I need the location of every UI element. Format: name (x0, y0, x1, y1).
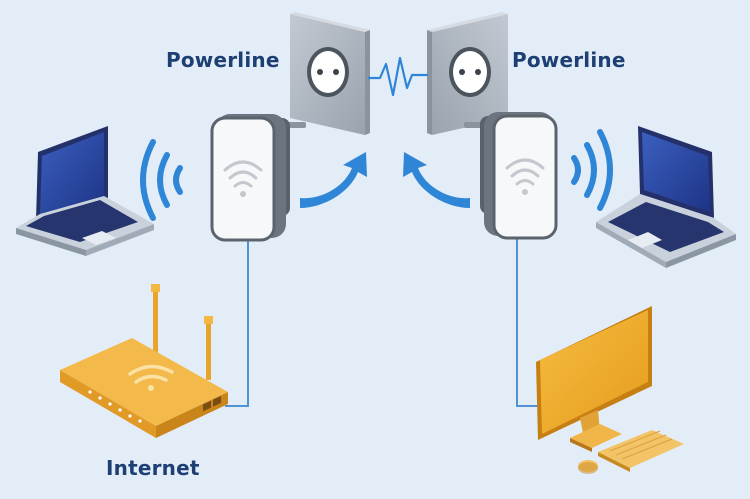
left-wifi-waves-icon (140, 139, 183, 221)
right-cable (516, 228, 540, 407)
right-laptop-icon (596, 126, 736, 268)
keyboard-icon (26, 200, 138, 242)
wifi-signal-icon (505, 158, 545, 186)
left-wall-socket (290, 12, 370, 135)
left-cable (225, 240, 249, 407)
keyboard-icon (598, 430, 684, 472)
touchpad (82, 231, 116, 245)
left-arrow-icon (300, 152, 367, 208)
right-wifi-waves-icon (571, 129, 613, 211)
left-laptop-icon (16, 126, 154, 256)
desktop-monitor-icon (536, 306, 652, 452)
touchpad (628, 232, 662, 248)
right-powerline-adapter (464, 112, 558, 240)
mouse-icon (578, 460, 598, 474)
internet-label: Internet (106, 456, 200, 480)
right-arrow-icon (403, 152, 470, 208)
electric-pulse-icon (368, 56, 428, 97)
ethernet-port (213, 395, 221, 407)
powerline-left-label: Powerline (166, 48, 280, 72)
router-icon (60, 284, 228, 438)
ethernet-port (203, 400, 211, 412)
cables (225, 228, 540, 407)
powerline-right-label: Powerline (512, 48, 626, 72)
left-powerline-adapter (210, 114, 306, 242)
wifi-signal-icon (128, 364, 174, 384)
right-wall-socket (427, 12, 508, 135)
wifi-signal-icon (223, 160, 263, 188)
keyboard-icon (608, 202, 724, 252)
